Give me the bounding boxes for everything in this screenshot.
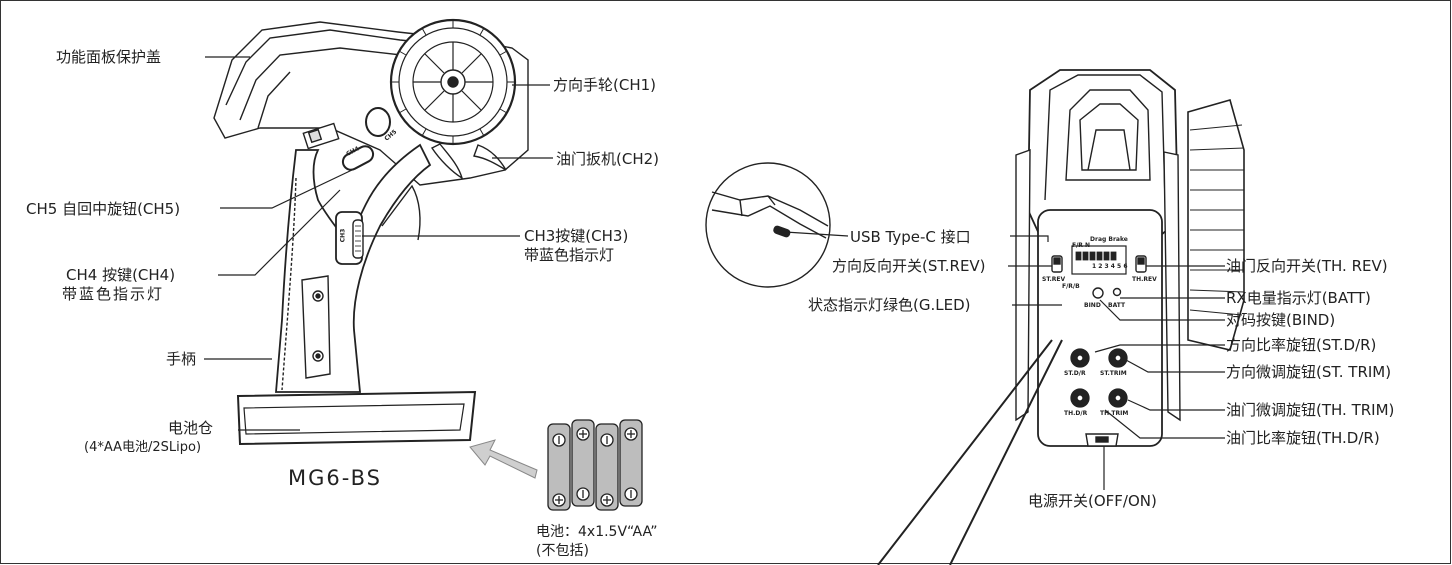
label-ch4-led: 带蓝色指示灯 — [62, 285, 165, 303]
mark-st-dr: ST.D/R — [1064, 370, 1086, 377]
ch5-knob-shape — [365, 107, 391, 137]
batt-led-shape — [1112, 287, 1122, 297]
mark-bind: BIND — [1084, 302, 1101, 309]
transmitter-back-illustration — [705, 69, 1245, 565]
label-ch5-knob: CH5 自回中旋钮(CH5) — [26, 200, 181, 218]
handle-grip-shape — [275, 143, 432, 393]
model-name: MG6-BS — [288, 466, 382, 490]
label-ch3-led: 带蓝色指示灯 — [524, 246, 615, 264]
mark-th-rev: TH.REV — [1132, 276, 1157, 283]
label-battery-not-included: (不包括) — [536, 543, 589, 559]
label-st-dr: 方向比率旋钮(ST.D/R) — [1226, 336, 1377, 354]
label-th-trim: 油门微调旋钮(TH. TRIM) — [1226, 401, 1395, 419]
grip-slot — [301, 275, 331, 379]
label-battery-box-spec: (4*AA电池/2SLipo) — [84, 440, 202, 455]
label-th-dr: 油门比率旋钮(TH.D/R) — [1226, 429, 1380, 447]
label-g-led: 状态指示灯绿色(G.LED) — [808, 296, 971, 314]
battery-cells — [547, 419, 643, 511]
label-st-trim: 方向微调旋钮(ST. TRIM) — [1226, 363, 1392, 381]
right-leader-lines — [784, 231, 1225, 490]
mark-fr-b: F/R/B — [1062, 283, 1080, 290]
label-st-rev: 方向反向开关(ST.REV) — [832, 257, 986, 275]
mark-drag-brake: Drag Brake — [1090, 236, 1128, 243]
throttle-trigger-shape — [430, 143, 464, 180]
left-leader-lines — [204, 56, 553, 431]
label-bind: 对码按键(BIND) — [1226, 311, 1336, 329]
side-wheel-shape — [1187, 99, 1245, 351]
label-handle: 手柄 — [166, 350, 197, 368]
usb-zoom-circle — [705, 162, 831, 288]
transmitter-illustration — [204, 18, 643, 511]
mark-st-rev: ST.REV — [1042, 276, 1066, 283]
label-panel-cover: 功能面板保护盖 — [56, 48, 162, 66]
label-usb: USB Type-C 接口 — [850, 228, 971, 246]
trim-knobs — [1070, 348, 1128, 408]
mark-dip-numbers: 1 2 3 4 5 6 — [1092, 263, 1128, 270]
mark-fr-n: F/R N — [1072, 242, 1091, 249]
label-th-rev: 油门反向开关(TH. REV) — [1226, 257, 1388, 275]
mark-ch3: CH3 — [339, 228, 347, 243]
insert-arrow — [469, 439, 538, 479]
label-battery-box: 电池仓 — [168, 419, 214, 437]
label-batt: RX电量指示灯(BATT) — [1226, 289, 1371, 307]
strap-lines — [877, 339, 1063, 565]
mark-th-trim: TH.TRIM — [1100, 410, 1129, 417]
bind-button-shape — [1092, 287, 1104, 299]
steering-wheel-spokes — [413, 42, 493, 122]
label-battery-caption: 电池：4x1.5V“AA” — [536, 524, 658, 540]
label-power: 电源开关(OFF/ON) — [1028, 492, 1157, 510]
label-throttle-trigger: 油门扳机(CH2) — [556, 150, 660, 168]
ch4-button-shape — [341, 145, 375, 171]
label-ch4-button: CH4 按键(CH4) — [66, 266, 176, 284]
label-ch3-button: CH3按键(CH3) — [524, 227, 629, 245]
mark-th-dr: TH.D/R — [1064, 410, 1088, 417]
mark-st-trim: ST.TRIM — [1100, 370, 1127, 377]
mark-batt: BATT — [1108, 302, 1126, 309]
panel-cover-inner — [239, 47, 411, 121]
label-steering-wheel: 方向手轮(CH1) — [553, 76, 657, 94]
